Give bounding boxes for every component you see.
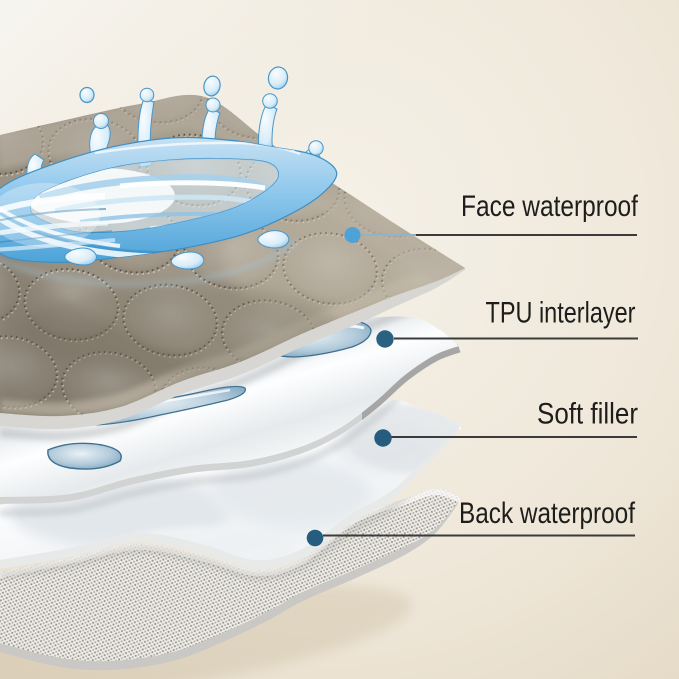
svg-text:Face waterproof: Face waterproof [461,190,639,223]
svg-text:Soft filler: Soft filler [537,398,638,431]
svg-text:TPU interlayer: TPU interlayer [486,297,636,330]
svg-text:Back waterproof: Back waterproof [459,497,636,530]
